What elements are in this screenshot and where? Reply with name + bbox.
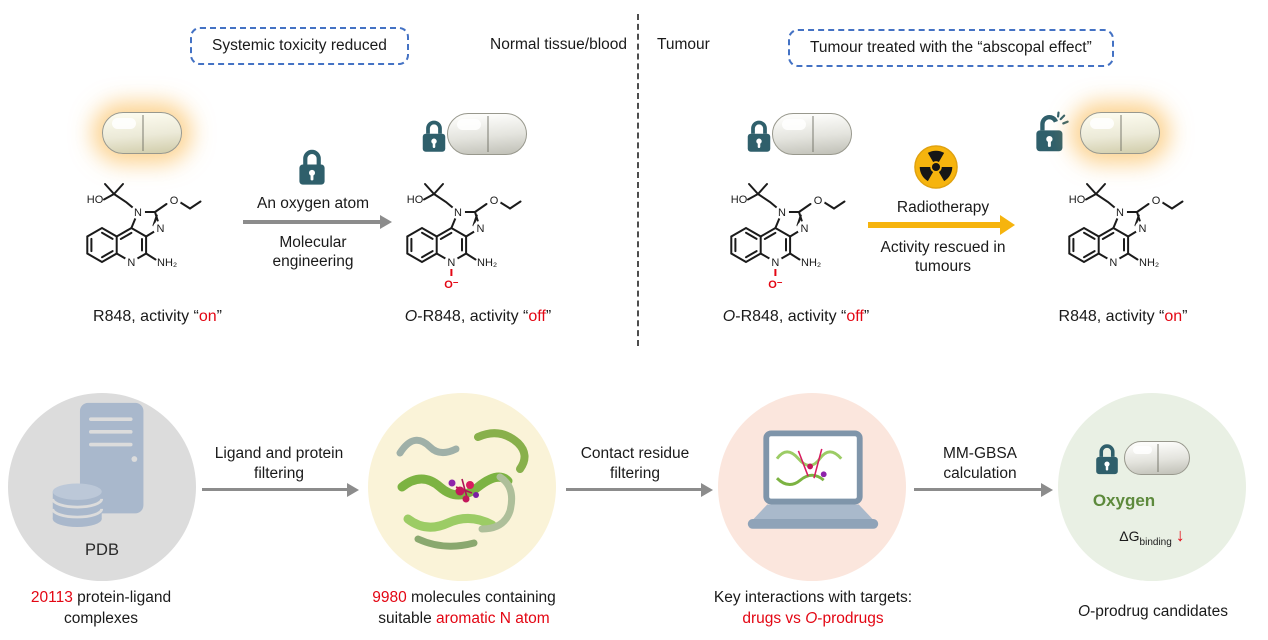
tissue-tumour-divider [637, 14, 639, 346]
caption-part: Key interactions with targets: [713, 589, 913, 606]
count-value: 20113 [30, 589, 73, 606]
caption-part: suitable [378, 609, 437, 627]
database-server-icon [36, 401, 162, 537]
delta-g-subscript: binding [1139, 536, 1172, 548]
pdb-caption: 20113 protein-ligand complexes [5, 588, 197, 630]
pdb-step-circle: PDB [8, 393, 196, 581]
n-oxide-group: O⁻ [768, 269, 783, 291]
tumour-label: Tumour [657, 36, 710, 53]
r848-on-caption: R848, activity “on” [55, 308, 260, 326]
caption-part: drugs vs [742, 609, 806, 627]
r848-on-caption: R848, activity “on” [1018, 308, 1228, 326]
oxygen-label: Oxygen [1092, 491, 1156, 510]
caption-part: ” [545, 308, 552, 325]
activity-state: on [1164, 308, 1183, 325]
molecules-caption: 9980 molecules containing suitable aroma… [350, 588, 578, 630]
caption-part: O [1078, 603, 1091, 620]
active-pill-icon [1080, 112, 1160, 154]
caption-part: complexes [63, 609, 139, 627]
o-r848-off-caption: O-R848, activity “off” [368, 308, 588, 326]
caption-part: molecules containing [406, 589, 556, 606]
locked-pill-icon [447, 113, 527, 155]
activity-rescued-label: Activity rescued in tumours [880, 239, 1006, 276]
caption-part: R848, activity “ [93, 308, 199, 325]
caption-part: ” [863, 308, 870, 325]
mmgbsa-arrow [914, 488, 1042, 491]
count-value: 9980 [372, 589, 407, 606]
laptop-icon [740, 429, 886, 539]
activity-state: on [198, 308, 217, 325]
delta-g-text: ΔG [1119, 528, 1140, 544]
radiation-icon [913, 144, 959, 190]
molecular-engineering-label: Molecular engineering [272, 234, 354, 271]
molecular-engineering-arrow [243, 220, 381, 224]
caption-part: -prodrug candidates [1090, 603, 1228, 620]
oxygen-atom-label: An oxygen atom [256, 195, 369, 212]
activity-state: off [528, 308, 546, 325]
lock-open-icon [1032, 110, 1072, 156]
down-arrow-icon: ↓ [1175, 525, 1185, 545]
systemic-toxicity-badge: Systemic toxicity reduced [190, 27, 409, 65]
radiotherapy-arrow [868, 222, 1004, 228]
abscopal-effect-badge: Tumour treated with the “abscopal effect… [788, 29, 1114, 67]
o-r848-structure: O⁻ [716, 160, 866, 291]
prodrug-pill-icon [1124, 441, 1190, 475]
caption-part: R848, activity “ [1058, 308, 1165, 325]
caption-part: O [805, 609, 818, 627]
caption-part: drugs vs O-prodrugs [742, 610, 883, 627]
lock-closed-icon [1092, 441, 1122, 477]
caption-part: protein-ligand [72, 589, 172, 606]
locked-pill-icon [772, 113, 852, 155]
caption-part: ” [216, 308, 222, 325]
molecule-filter-step-circle [368, 393, 556, 581]
caption-part: -prodrugs [817, 609, 884, 627]
candidates-step-circle: Oxygen ΔGbinding ↓ [1058, 393, 1246, 581]
pdb-label: PDB [85, 541, 119, 559]
o-r848-structure: O⁻ [392, 160, 542, 291]
n-oxide-label: O⁻ [768, 279, 783, 291]
r848-structure [1054, 160, 1204, 292]
ligand-protein-filter-label: Ligand and protein filtering [214, 445, 344, 483]
contact-residue-filter-label: Contact residue filtering [580, 445, 690, 483]
o-r848-off-caption: O-R848, activity “off” [686, 308, 906, 326]
normal-tissue-label: Normal tissue/blood [490, 36, 627, 53]
ligand-protein-filter-arrow [202, 488, 348, 491]
lock-closed-icon [295, 146, 329, 188]
caption-part: -R848, activity “ [417, 308, 529, 325]
caption-part: ” [1182, 308, 1188, 325]
caption-part: O [722, 308, 736, 325]
r848-structure [72, 160, 222, 292]
lock-closed-icon [744, 117, 774, 155]
interactions-caption: Key interactions with targets: drugs vs … [697, 588, 929, 630]
candidates-caption: O-prodrug candidates [1055, 602, 1251, 623]
active-pill-icon [102, 112, 182, 154]
activity-state: off [846, 308, 864, 325]
contact-residue-filter-arrow [566, 488, 702, 491]
dg-binding-label: ΔGbinding ↓ [1082, 525, 1222, 548]
caption-part: aromatic N atom [436, 609, 550, 627]
protein-ribbon-icon [382, 407, 542, 567]
mmgbsa-label: MM-GBSA calculation [942, 445, 1018, 483]
caption-part: O [404, 308, 418, 325]
lock-closed-icon [419, 117, 449, 155]
n-oxide-label: O⁻ [444, 279, 459, 291]
caption-part: -R848, activity “ [735, 308, 847, 325]
docking-step-circle [718, 393, 906, 581]
radiotherapy-label: Radiotherapy [896, 199, 990, 216]
n-oxide-group: O⁻ [444, 269, 459, 291]
